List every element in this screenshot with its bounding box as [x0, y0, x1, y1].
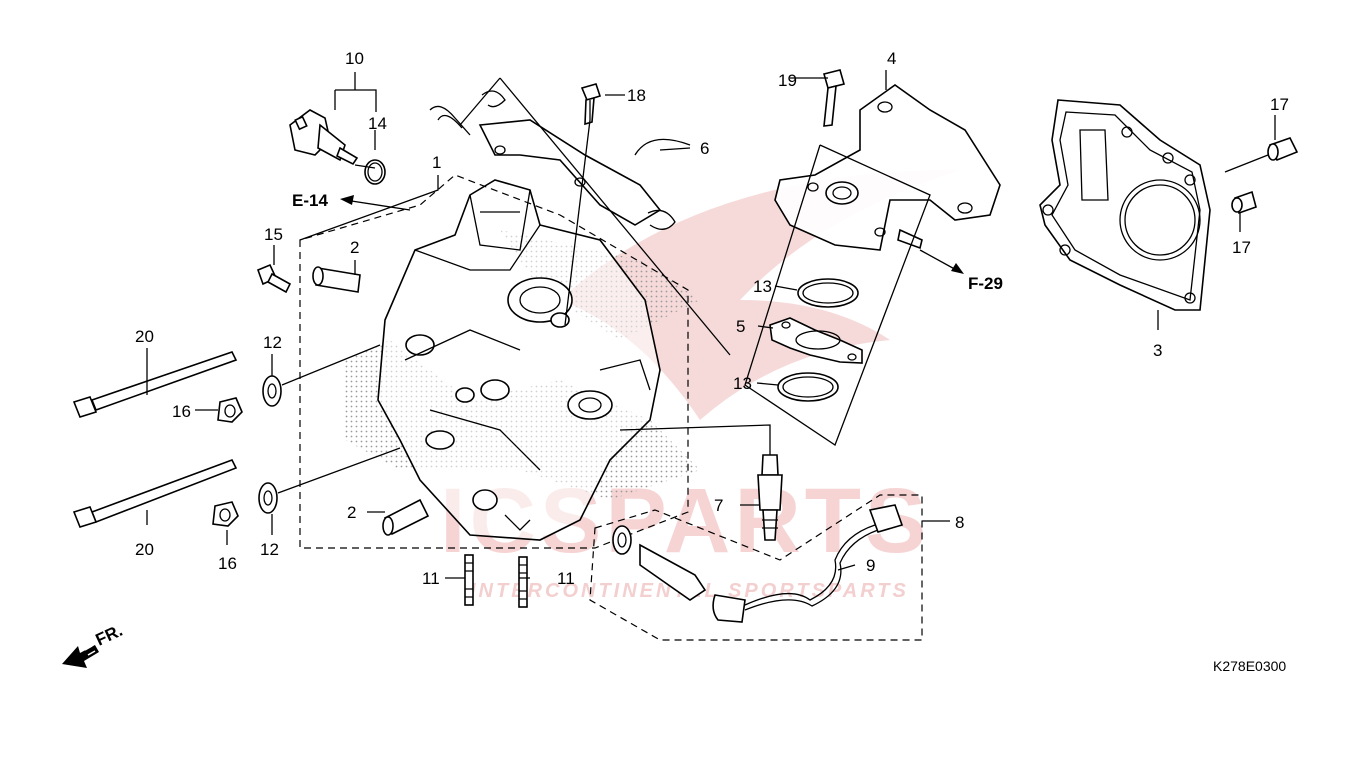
- label-part-8: 8: [955, 513, 964, 532]
- cylinder-gasket-3: [1039, 99, 1211, 311]
- label-part-17-lower: 17: [1232, 238, 1251, 257]
- label-part-9: 9: [866, 556, 875, 575]
- label-part-4: 4: [887, 49, 896, 68]
- gasket-5: [769, 317, 863, 364]
- label-part-14: 14: [368, 114, 387, 133]
- nut-16-lower: [212, 501, 239, 527]
- e14-reference: E-14: [292, 191, 411, 211]
- label-part-11-right: 11: [557, 569, 575, 588]
- bolt-15: [256, 263, 292, 294]
- head-group-outline: [299, 174, 689, 549]
- label-part-15: 15: [264, 225, 283, 244]
- dowel-2-lower: [382, 498, 430, 536]
- label-part-11-left: 11: [422, 569, 440, 588]
- diagram-code: K278E0300: [1213, 658, 1286, 674]
- washer-12-upper: [262, 375, 282, 407]
- label-part-19: 19: [778, 71, 797, 90]
- thermostat-group-lines: [744, 144, 931, 446]
- bolt-19: [823, 69, 845, 127]
- label-part-3: 3: [1153, 341, 1162, 360]
- bracket-6: [429, 90, 691, 230]
- label-part-12-upper: 12: [263, 333, 282, 352]
- sensor-10: [289, 109, 386, 185]
- label-part-16-lower: 16: [218, 554, 237, 573]
- spark-plug-7: [757, 454, 783, 541]
- label-part-6: 6: [700, 139, 709, 158]
- label-part-20-lower: 20: [135, 540, 154, 559]
- washer-12-lower: [258, 482, 278, 514]
- label-part-13-upper: 13: [753, 277, 772, 296]
- label-part-12-lower: 12: [260, 540, 279, 559]
- label-part-17-upper: 17: [1270, 95, 1289, 114]
- label-part-10: 10: [345, 49, 364, 68]
- label-part-18: 18: [627, 86, 646, 105]
- label-part-13-lower: 13: [733, 374, 752, 393]
- sensor-9: [612, 504, 904, 623]
- stud-11-right: [518, 556, 528, 608]
- label-part-20-upper: 20: [135, 327, 154, 346]
- leader-lines: [146, 70, 1276, 579]
- label-part-1: 1: [432, 153, 441, 172]
- stud-11-left: [464, 554, 474, 606]
- stud-bolt-20-lower: [72, 459, 238, 528]
- label-part-2-upper: 2: [350, 238, 359, 257]
- dowel-17-lower: [1231, 190, 1257, 215]
- label-part-16-upper: 16: [172, 402, 191, 421]
- front-label: FR.: [93, 621, 126, 650]
- o-ring-13-upper: [797, 278, 859, 308]
- dowel-17-upper: [1267, 137, 1299, 162]
- label-part-7: 7: [714, 496, 723, 515]
- label-part-5: 5: [736, 317, 745, 336]
- cylinder-head: [345, 179, 700, 541]
- f29-label: F-29: [968, 274, 1003, 293]
- nut-16-upper: [217, 397, 243, 423]
- o-ring-13-lower: [777, 372, 839, 402]
- e14-label: E-14: [292, 191, 328, 210]
- thermostat-housing-4: [774, 84, 1001, 251]
- watermark-wing-logo: [560, 170, 960, 420]
- f29-reference: F-29: [919, 249, 1003, 293]
- dowel-2-upper: [312, 266, 361, 293]
- label-part-2-lower: 2: [347, 503, 356, 522]
- sensor-group-outline: [589, 494, 923, 641]
- bolt-18: [580, 83, 602, 126]
- stud-bolt-20-upper: [72, 351, 238, 418]
- front-direction-arrow: FR.: [62, 621, 126, 668]
